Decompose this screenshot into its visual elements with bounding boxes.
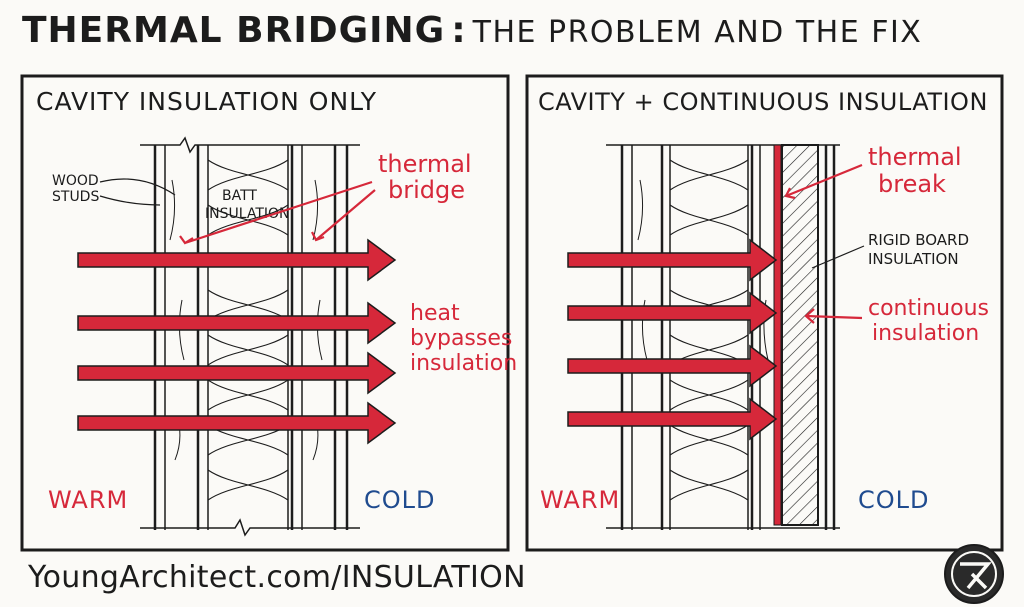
title-bold: THERMAL BRIDGING	[22, 10, 446, 51]
thermal-bridge-pointer	[179, 180, 376, 245]
label-warm: WARM	[540, 486, 620, 514]
label-cold: COLD	[364, 486, 436, 514]
label-batt-line1: BATT	[222, 188, 257, 204]
left-panel-frame	[20, 74, 510, 552]
heat-arrow	[77, 301, 397, 345]
young-architect-logo-icon	[944, 544, 1004, 604]
page-title: THERMAL BRIDGING:THE PROBLEM AND THE FIX	[22, 10, 922, 51]
left-panel-heading: CAVITY INSULATION ONLY	[36, 87, 377, 116]
right-panel-heading: CAVITY + CONTINUOUS INSULATION	[538, 88, 988, 116]
left-panel: CAVITY INSULATION ONLY	[20, 74, 517, 552]
label-wood-studs-line1: WOOD	[52, 173, 99, 189]
label-thermal-bridge-line1: thermal	[378, 150, 472, 178]
heat-arrow	[567, 238, 778, 282]
footer-url: YoungArchitect.com/INSULATION	[28, 560, 526, 595]
label-batt-line2: INSULATION	[205, 206, 290, 222]
label-thermal-break-line1: thermal	[868, 143, 962, 171]
label-heat-line3: insulation	[410, 351, 517, 376]
heat-arrow	[567, 397, 778, 441]
right-panel: CAVITY + CONTINUOUS INSULATION	[525, 74, 1004, 552]
heat-arrow	[567, 291, 778, 335]
label-continuous-line2: insulation	[872, 321, 979, 346]
label-wood-studs-line2: STUDS	[52, 189, 99, 205]
thermal-break-pointer	[784, 163, 863, 200]
label-cold: COLD	[858, 486, 930, 514]
title-separator: :	[451, 10, 467, 51]
left-heat-arrows	[77, 238, 397, 445]
leader-line	[811, 245, 865, 269]
leader-line	[99, 178, 176, 206]
label-heat-line1: heat	[410, 301, 460, 326]
right-panel-frame	[525, 74, 1004, 552]
title-subtitle: THE PROBLEM AND THE FIX	[472, 15, 923, 50]
right-heat-arrows	[567, 238, 778, 441]
label-thermal-bridge-line2: bridge	[388, 176, 465, 204]
continuous-pointer	[804, 308, 863, 324]
label-thermal-break-line2: break	[878, 170, 946, 198]
label-continuous-line1: continuous	[868, 296, 989, 321]
label-rigid-line1: RIGID BOARD	[868, 231, 969, 249]
thermal-break-layer	[773, 144, 782, 526]
label-rigid-line2: INSULATION	[868, 250, 959, 268]
heat-arrow	[77, 401, 397, 445]
heat-arrow	[77, 351, 397, 395]
heat-arrow	[77, 238, 397, 282]
right-wall-section	[606, 144, 840, 530]
label-heat-line2: bypasses	[410, 326, 512, 351]
label-warm: WARM	[48, 486, 128, 514]
heat-arrow	[567, 344, 778, 388]
